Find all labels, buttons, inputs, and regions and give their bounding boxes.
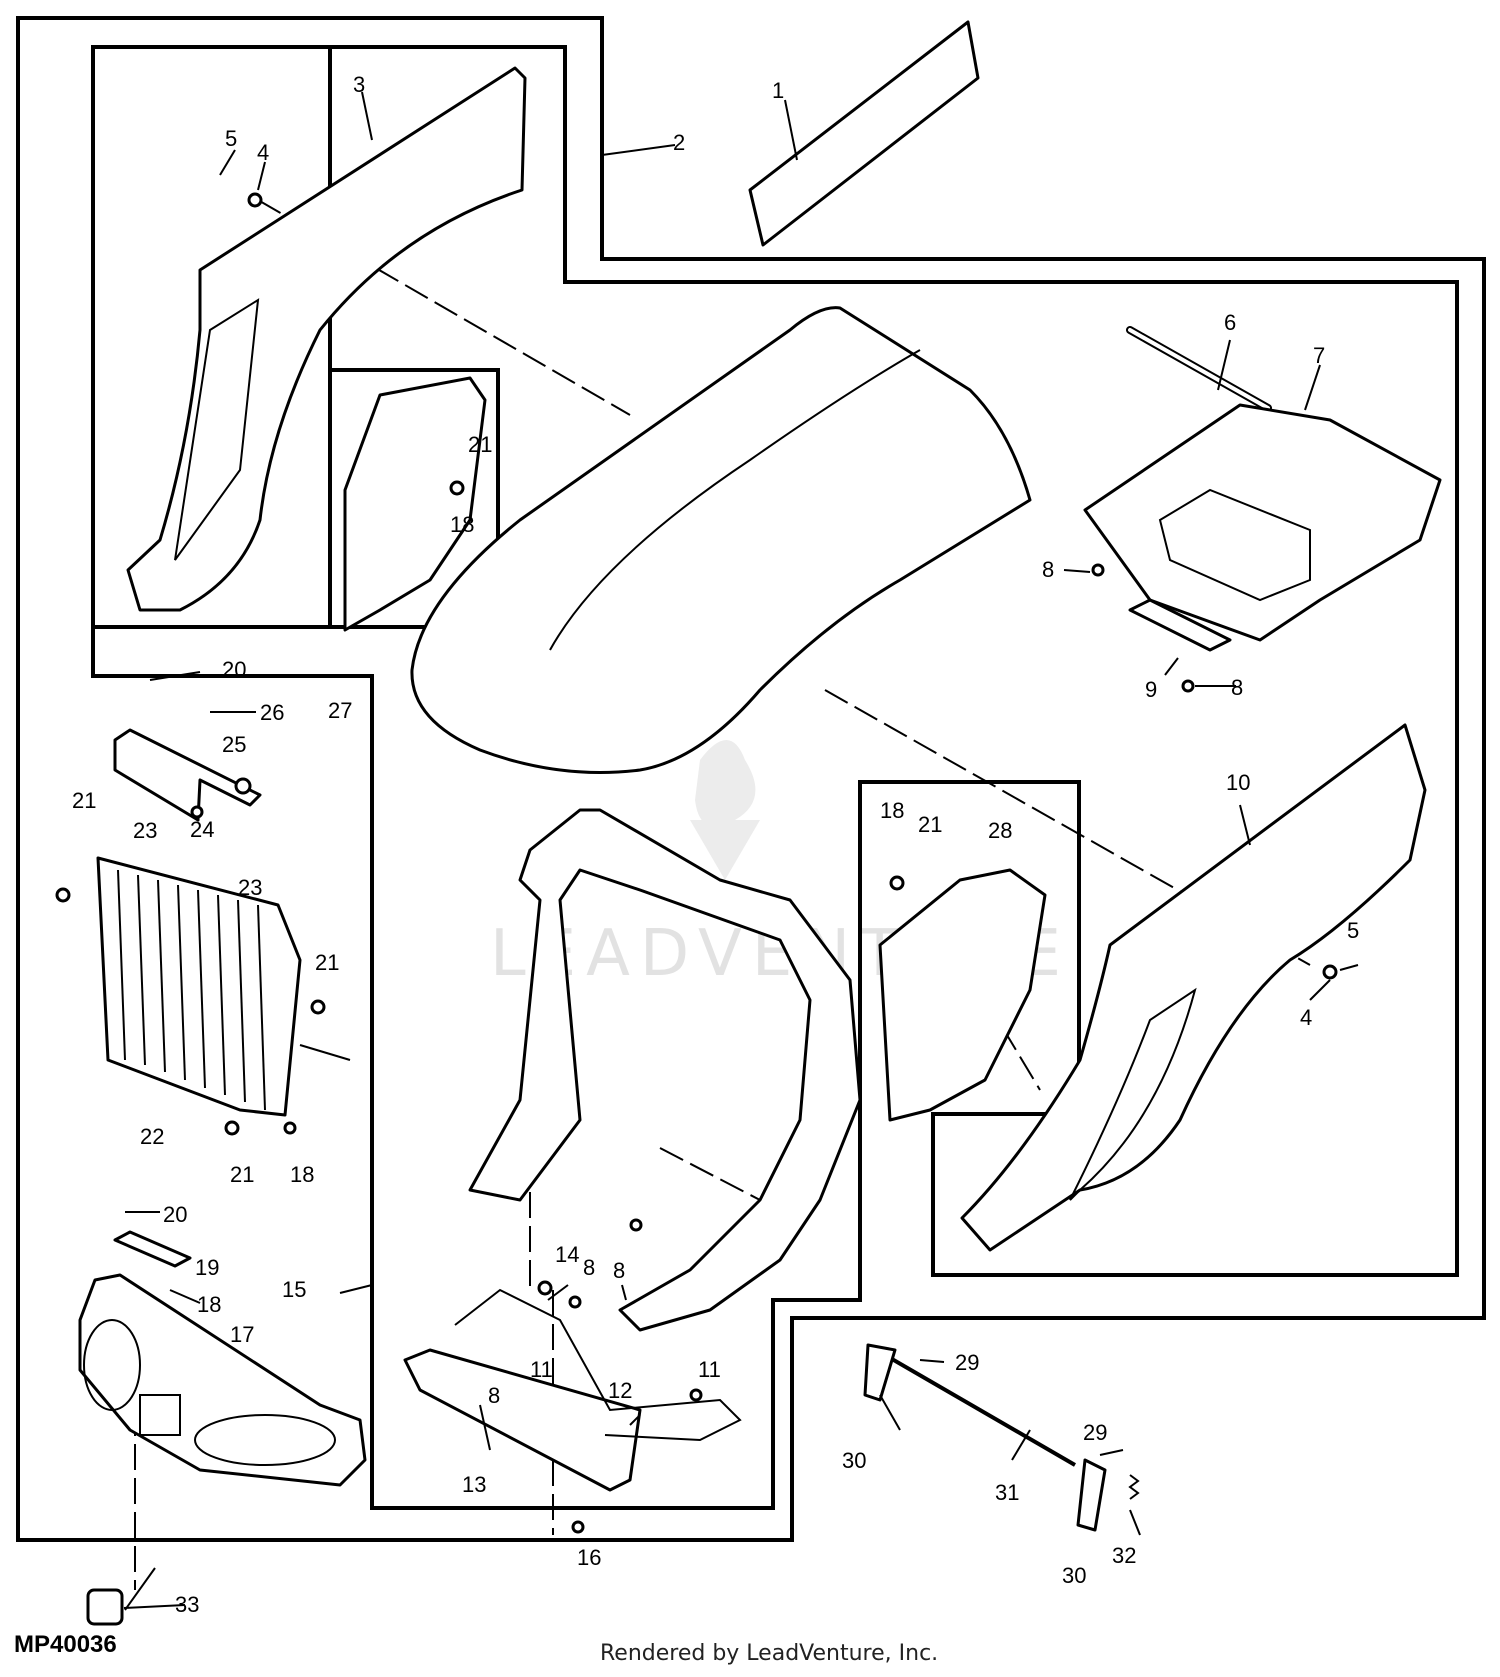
callout-21b: 21 <box>315 950 339 975</box>
callout-9: 9 <box>1145 677 1157 702</box>
callout-25: 25 <box>222 732 246 757</box>
lower-bracket <box>454 1288 742 1442</box>
callout-11a: 11 <box>530 1357 553 1382</box>
lower-bezel <box>403 1348 642 1492</box>
callout-21c: 21 <box>230 1162 254 1187</box>
callout-30a: 30 <box>842 1448 866 1473</box>
headlight-right <box>194 1414 336 1466</box>
callout-8a: 8 <box>1042 557 1054 582</box>
hood-assembly-frame <box>91 45 1459 1510</box>
callout-20a: 20 <box>222 657 246 682</box>
leader-lines <box>123 91 1359 1611</box>
callout-11b: 11 <box>698 1357 721 1382</box>
grille-slats <box>117 869 266 1111</box>
callout-19: 19 <box>195 1255 219 1280</box>
callout-29a: 29 <box>955 1350 979 1375</box>
callout-4: 4 <box>257 140 269 165</box>
callout-18b: 18 <box>450 512 474 537</box>
left-side-panel <box>126 66 527 612</box>
bracket <box>1128 598 1232 652</box>
callout-15: 15 <box>282 1277 306 1302</box>
right-inner-panel <box>878 868 1047 1122</box>
callout-27: 27 <box>328 698 352 723</box>
callout-8d: 8 <box>613 1258 625 1283</box>
callout-10: 10 <box>1226 770 1250 795</box>
callout-18d: 18 <box>197 1292 221 1317</box>
callout-7: 7 <box>1313 343 1325 368</box>
callout-26: 26 <box>260 700 284 725</box>
callout-21a: 21 <box>72 788 96 813</box>
strip <box>113 1230 192 1268</box>
callout-18a: 18 <box>290 1162 314 1187</box>
hood-ridge <box>549 349 921 651</box>
callout-24: 24 <box>190 817 214 842</box>
callout-31: 31 <box>995 1480 1019 1505</box>
linkage-rod <box>883 1353 1077 1467</box>
left-inner-panel-box <box>328 368 500 629</box>
callout-8c: 8 <box>583 1255 595 1280</box>
fasteners <box>55 192 1338 1534</box>
hood-frame <box>468 808 862 1332</box>
callout-3: 3 <box>353 72 365 97</box>
callout-30b: 30 <box>1062 1563 1086 1588</box>
left-side-panel-vent <box>174 298 260 561</box>
callout-21d: 21 <box>468 432 492 457</box>
callout-18c: 18 <box>880 798 904 823</box>
headlight-left <box>83 1319 141 1411</box>
callout-33: 33 <box>175 1592 199 1617</box>
callout-17: 17 <box>230 1322 254 1347</box>
callout-16: 16 <box>577 1545 601 1570</box>
headlight-center-lens <box>139 1394 181 1436</box>
callout-6: 6 <box>1224 310 1236 335</box>
mounting-plate <box>113 728 262 822</box>
left-inner-panel <box>343 376 487 632</box>
grille-screen <box>96 856 302 1117</box>
callout-12: 12 <box>608 1378 632 1403</box>
callout-5: 5 <box>225 126 237 151</box>
headlight-housing <box>78 1273 367 1487</box>
callout-13: 13 <box>462 1472 486 1497</box>
callout-1: 1 <box>772 78 784 103</box>
left-panel-box <box>91 45 332 629</box>
callout-4b: 4 <box>1300 1005 1312 1030</box>
emblem <box>86 1588 124 1626</box>
callout-23b: 23 <box>238 875 262 900</box>
latch-left <box>863 1343 897 1402</box>
callouts: 1 2 3 4 5 6 7 8 8 9 10 5 4 20 26 25 24 2… <box>72 72 1359 1617</box>
spring <box>1128 1474 1140 1500</box>
hood <box>410 306 1032 774</box>
right-side-panel <box>960 723 1427 1252</box>
right-side-panel-vent <box>1069 987 1197 1201</box>
outer-frame <box>16 16 1486 1542</box>
callout-8e: 8 <box>488 1383 500 1408</box>
callout-23a: 23 <box>133 818 157 843</box>
latch-right <box>1076 1458 1107 1532</box>
callout-22: 22 <box>140 1124 164 1149</box>
dash-panel-opening <box>1158 488 1311 602</box>
dash-panel-frame <box>1083 403 1442 642</box>
callout-2: 2 <box>673 130 685 155</box>
callout-21e: 21 <box>918 812 942 837</box>
callout-8b: 8 <box>1231 675 1243 700</box>
callout-32: 32 <box>1112 1543 1136 1568</box>
hood-decal <box>748 20 980 247</box>
callout-29b: 29 <box>1083 1420 1107 1445</box>
callout-5b: 5 <box>1347 918 1359 943</box>
callout-28: 28 <box>988 818 1012 843</box>
diagram-code: MP40036 <box>14 1631 117 1658</box>
callout-14: 14 <box>555 1242 579 1267</box>
rod-core <box>1128 328 1270 410</box>
callout-20b: 20 <box>163 1202 187 1227</box>
footer-credit: Rendered by LeadVenture, Inc. <box>600 1641 938 1666</box>
